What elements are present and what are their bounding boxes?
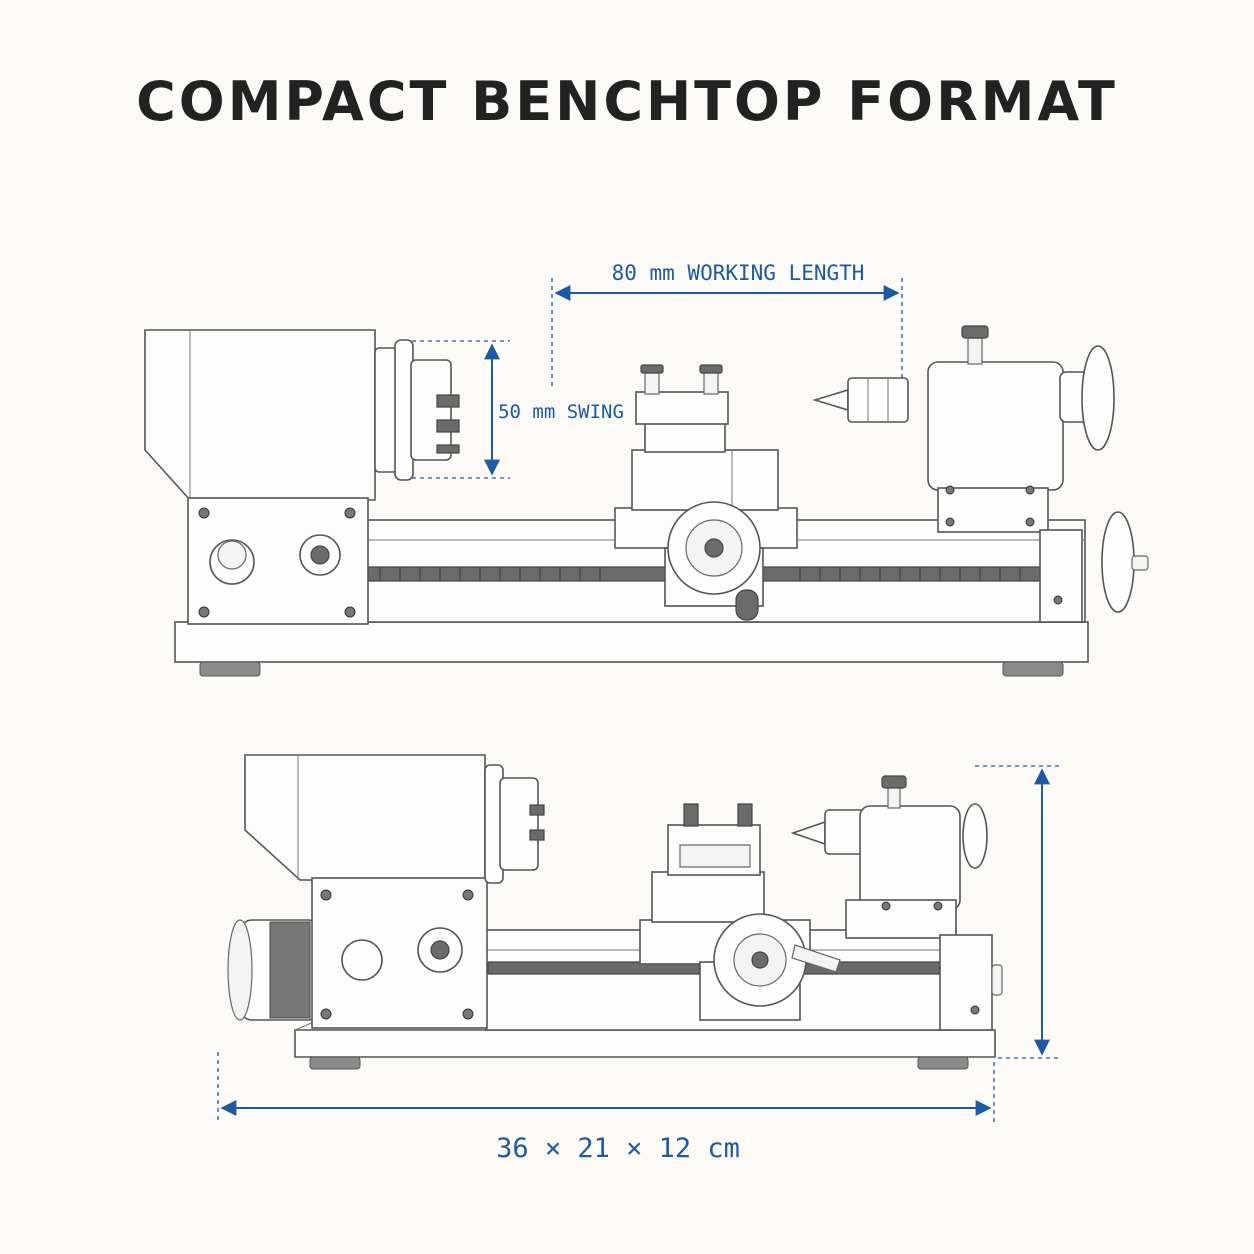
handwheel-grip[interactable] xyxy=(735,589,759,621)
swing-label: 50 mm SWING xyxy=(498,401,624,423)
tailstock-lock-knob[interactable] xyxy=(881,775,907,789)
headstock-housing xyxy=(244,754,486,881)
overall-dimensions-label: 36 × 21 × 12 cm xyxy=(496,1133,740,1164)
cross-slide xyxy=(631,449,779,511)
compound-slide xyxy=(644,419,726,453)
base-plate xyxy=(174,621,1089,663)
live-center xyxy=(790,820,826,846)
foot xyxy=(1002,661,1064,677)
page-title: COMPACT BENCHTOP FORMAT xyxy=(136,70,1118,133)
live-center xyxy=(812,388,849,412)
headstock-housing xyxy=(144,329,376,501)
base-plate xyxy=(294,1029,996,1058)
foot xyxy=(199,661,261,677)
working-length-label: 80 mm WORKING LENGTH xyxy=(612,261,865,285)
tailstock-quill xyxy=(847,377,909,423)
handwheel-grip[interactable] xyxy=(791,944,841,973)
tailstock-body xyxy=(927,361,1064,491)
tailstock-body xyxy=(859,805,961,911)
working-length-dimension xyxy=(551,278,903,390)
bottom-lathe xyxy=(227,754,1003,1070)
three-jaw-chuck xyxy=(499,777,539,871)
end-bracket xyxy=(1039,529,1083,623)
length-dimension xyxy=(217,1052,995,1122)
swing-dimension xyxy=(412,340,510,479)
end-bracket xyxy=(939,934,993,1031)
tailstock-lock-knob[interactable] xyxy=(961,325,989,339)
tool-post xyxy=(635,391,729,425)
tailstock-handwheel[interactable] xyxy=(962,803,988,869)
height-dimension xyxy=(975,765,1060,1059)
cross-slide xyxy=(651,871,765,923)
power-knob[interactable] xyxy=(341,939,383,981)
top-lathe xyxy=(144,325,1149,677)
leadscrew-handwheel[interactable] xyxy=(1101,511,1135,613)
three-jaw-chuck xyxy=(410,359,452,461)
tailstock-handwheel[interactable] xyxy=(1081,345,1115,451)
chuck-backplate xyxy=(374,347,398,473)
